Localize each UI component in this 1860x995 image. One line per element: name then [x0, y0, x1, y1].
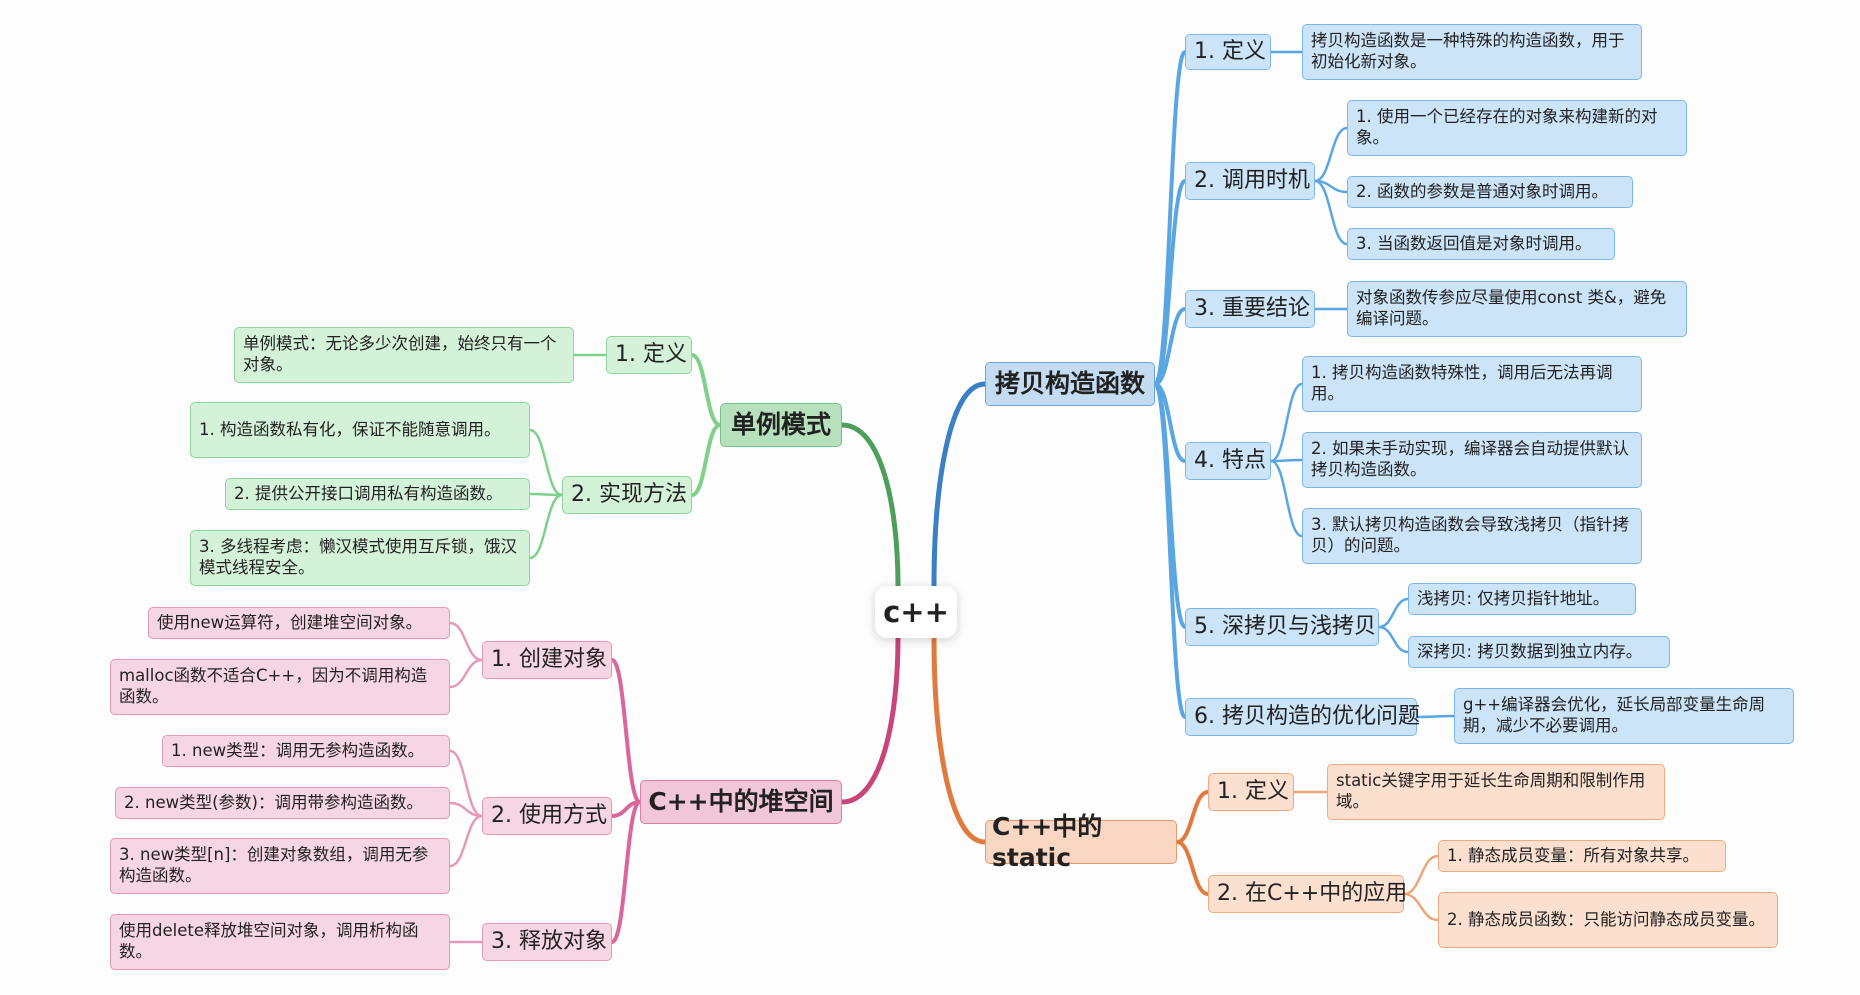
topic-static[interactable]: C++中的static [985, 812, 1177, 872]
subtopic-copy-timing[interactable]: 2. 调用时机 [1185, 162, 1315, 200]
leaf-heap-release[interactable]: 使用delete释放堆空间对象，调用析构函数。 [110, 914, 450, 970]
subtopic-singleton-implementation[interactable]: 2. 实现方法 [562, 476, 692, 514]
topic-copy-constructor[interactable]: 拷贝构造函数 [985, 362, 1155, 406]
leaf-heap-create-malloc[interactable]: malloc函数不适合C++，因为不调用构造函数。 [110, 659, 450, 715]
leaf-heap-usage-3[interactable]: 3. new类型[n]：创建对象数组，调用无参构造函数。 [110, 838, 450, 894]
edge-static-leaf [1402, 854, 1440, 896]
topic-singleton[interactable]: 单例模式 [720, 403, 842, 447]
leaf-singleton-impl-3[interactable]: 3. 多线程考虑：懒汉模式使用互斥锁，饿汉模式线程安全。 [190, 530, 530, 586]
edge-copy-sub [1153, 179, 1187, 386]
edge-heap-sub [610, 800, 642, 944]
edge-copy-leaf [1269, 382, 1304, 463]
subtopic-deep-shallow-copy[interactable]: 5. 深拷贝与浅拷贝 [1185, 608, 1379, 646]
edge-copy-leaf [1313, 126, 1349, 183]
edge-center-heap [839, 635, 901, 805]
edge-copy-leaf [1377, 597, 1410, 629]
leaf-static-member-function[interactable]: 2. 静态成员函数：只能访问静态成员变量。 [1438, 892, 1778, 948]
leaf-deep-copy[interactable]: 深拷贝: 拷贝数据到独立内存。 [1408, 636, 1670, 668]
leaf-heap-usage-2[interactable]: 2. new类型(参数)：调用带参构造函数。 [115, 787, 450, 819]
edge-heap-leaf [448, 814, 484, 868]
subtopic-copy-optimization[interactable]: 6. 拷贝构造的优化问题 [1185, 698, 1420, 736]
edge-copy-leaf [1313, 179, 1349, 246]
leaf-singleton-impl-1[interactable]: 1. 构造函数私有化，保证不能随意调用。 [190, 402, 530, 458]
subtopic-copy-conclusion[interactable]: 3. 重要结论 [1185, 290, 1315, 328]
subtopic-copy-features[interactable]: 4. 特点 [1185, 442, 1271, 480]
edge-copy-sub [1153, 382, 1187, 719]
edge-heap-leaf [448, 749, 484, 818]
leaf-singleton-impl-2[interactable]: 2. 提供公开接口调用私有构造函数。 [225, 478, 530, 510]
leaf-copy-timing-3[interactable]: 3. 当函数返回值是对象时调用。 [1347, 228, 1615, 260]
subtopic-copy-definition[interactable]: 1. 定义 [1185, 34, 1271, 70]
leaf-static-definition[interactable]: static关键字用于延长生命周期和限制作用域。 [1327, 764, 1665, 820]
edge-heap-sub [610, 658, 642, 804]
edge-singleton-leaf [528, 492, 564, 497]
edge-singleton-leaf [528, 428, 564, 497]
edge-static-leaf [1402, 892, 1440, 922]
edge-copy-leaf [1377, 625, 1410, 654]
subtopic-singleton-definition[interactable]: 1. 定义 [606, 336, 692, 374]
topic-heap-space[interactable]: C++中的堆空间 [640, 780, 842, 824]
subtopic-heap-usage[interactable]: 2. 使用方式 [482, 797, 612, 835]
leaf-static-member-variable[interactable]: 1. 静态成员变量：所有对象共享。 [1438, 840, 1726, 872]
leaf-copy-definition[interactable]: 拷贝构造函数是一种特殊的构造函数，用于初始化新对象。 [1302, 24, 1642, 80]
edge-static-sub [1175, 790, 1210, 844]
leaf-singleton-definition[interactable]: 单例模式：无论多少次创建，始终只有一个对象。 [234, 327, 574, 383]
edge-copy-sub [1153, 307, 1187, 386]
central-topic[interactable]: c++ [875, 586, 957, 638]
edge-center-copy [931, 381, 988, 589]
leaf-heap-create-new[interactable]: 使用new运算符，创建堆空间对象。 [148, 607, 450, 639]
subtopic-static-definition[interactable]: 1. 定义 [1208, 773, 1294, 811]
leaf-shallow-copy[interactable]: 浅拷贝: 仅拷贝指针地址。 [1408, 583, 1636, 615]
edge-center-static [931, 635, 988, 845]
leaf-copy-feature-2[interactable]: 2. 如果未手动实现，编译器会自动提供默认拷贝构造函数。 [1302, 432, 1642, 488]
edge-singleton-sub [690, 353, 722, 427]
edge-copy-leaf [1269, 459, 1304, 538]
leaf-copy-feature-1[interactable]: 1. 拷贝构造函数特殊性，调用后无法再调用。 [1302, 356, 1642, 412]
subtopic-heap-release[interactable]: 3. 释放对象 [482, 923, 612, 961]
edge-static-sub [1175, 840, 1210, 896]
subtopic-static-application[interactable]: 2. 在C++中的应用 [1208, 875, 1407, 913]
leaf-copy-feature-3[interactable]: 3. 默认拷贝构造函数会导致浅拷贝（指针拷贝）的问题。 [1302, 508, 1642, 564]
leaf-heap-usage-1[interactable]: 1. new类型：调用无参构造函数。 [162, 735, 450, 767]
edge-copy-sub [1153, 50, 1187, 386]
leaf-copy-optimization[interactable]: g++编译器会优化，延长局部变量生命周期，减少不必要调用。 [1454, 688, 1794, 744]
edge-center-singleton [839, 422, 901, 589]
edge-heap-leaf [448, 658, 484, 689]
leaf-copy-timing-2[interactable]: 2. 函数的参数是普通对象时调用。 [1347, 176, 1633, 208]
subtopic-heap-create-object[interactable]: 1. 创建对象 [482, 641, 612, 679]
edge-singleton-leaf [528, 493, 564, 560]
leaf-copy-timing-1[interactable]: 1. 使用一个已经存在的对象来构建新的对象。 [1347, 100, 1687, 156]
leaf-copy-conclusion[interactable]: 对象函数传参应尽量使用const 类&，避免编译问题。 [1347, 281, 1687, 337]
edge-copy-leaf [1269, 458, 1304, 463]
edge-heap-leaf [448, 621, 484, 662]
edge-copy-leaf [1415, 714, 1456, 719]
edge-singleton-sub [690, 423, 722, 497]
